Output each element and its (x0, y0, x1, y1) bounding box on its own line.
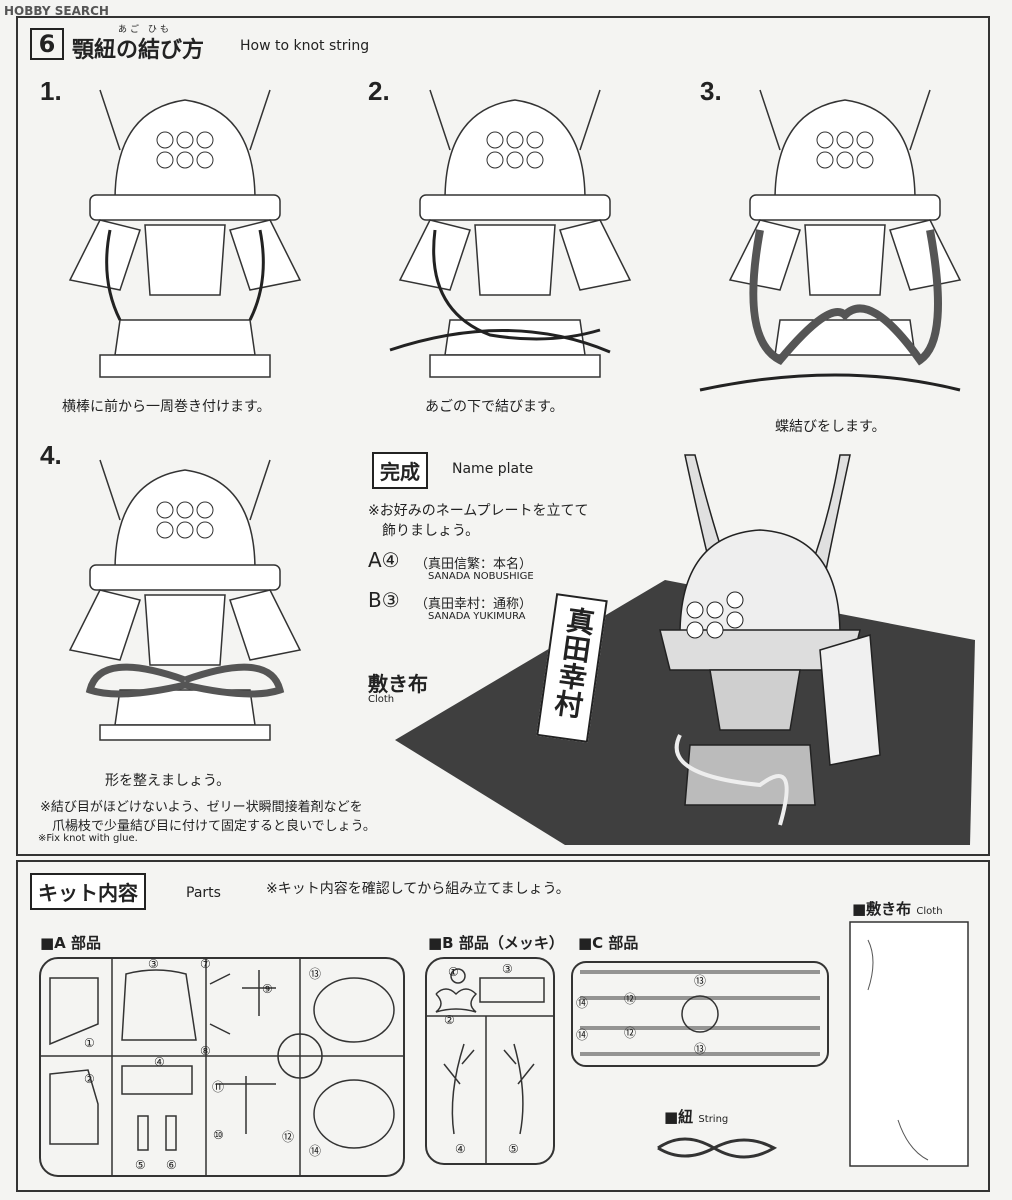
part-b1: ① (448, 965, 459, 979)
step-3-number: 3. (700, 76, 722, 106)
complete-title: 完成 (372, 452, 428, 489)
part-a3: ③ (148, 957, 159, 971)
part-c13-top: ⑬ (694, 974, 707, 988)
part-a1: ① (84, 1036, 95, 1050)
string-part-title: ■紐 String (664, 1106, 728, 1127)
part-b5: ⑤ (508, 1142, 519, 1156)
step-3-caption: 蝶結びをします。 (775, 419, 886, 435)
string-part-title-jp: ■紐 (664, 1108, 694, 1126)
cloth-label-en: Cloth (368, 694, 395, 705)
part-a5: ⑤ (135, 1158, 146, 1172)
part-c12-bottom: ⑫ (624, 1026, 637, 1040)
step-2-caption: あごの下で結びます。 (425, 399, 564, 415)
part-a9: ⑨ (262, 982, 273, 996)
glue-note-en: ※Fix knot with glue. (38, 833, 138, 844)
option-a-en: SANADA NOBUSHIGE (428, 571, 534, 582)
part-c14-top: ⑭ (576, 996, 589, 1010)
section-number: 6 (30, 28, 64, 60)
option-b-jp: （真田幸村：通称） (415, 597, 533, 612)
runner-b (425, 957, 555, 1165)
step-2-number: 2. (368, 76, 390, 106)
complete-text-2: 飾りましょう。 (382, 523, 480, 539)
part-a4: ④ (154, 1055, 165, 1069)
parts-c-title: ■C 部品 (578, 934, 639, 952)
part-a2: ② (84, 1072, 95, 1086)
kit-contents-frame (16, 860, 990, 1192)
kit-title: キット内容 (30, 873, 146, 910)
step-4-caption: 形を整えましょう。 (105, 773, 231, 789)
part-a12: ⑫ (282, 1130, 295, 1144)
assembly-section-frame (16, 16, 990, 856)
kit-header: キット内容 (30, 873, 146, 910)
cloth-part (849, 921, 969, 1167)
part-a13: ⑬ (309, 967, 322, 981)
cloth-part-title-jp: ■敷き布 (852, 900, 912, 918)
option-b-label: B③ (368, 588, 400, 612)
helmet-illustration-step3 (699, 89, 962, 392)
part-a11: ⑪ (212, 1080, 225, 1094)
string-part (657, 1137, 778, 1159)
part-b2: ② (444, 1013, 455, 1027)
cloth-part-title-en: Cloth (916, 906, 943, 917)
name-plate-text: 真田幸村 (549, 604, 598, 720)
part-b4: ④ (455, 1142, 466, 1156)
option-b-en: SANADA YUKIMURA (428, 611, 526, 622)
glue-note-jp-2: 爪楊枝で少量結び目に付けて固定すると良いでしょう。 (52, 819, 376, 834)
section-header: 6 (30, 28, 64, 60)
glue-note-jp-1: ※結び目がほどけないよう、ゼリー状瞬間接着剤などを (40, 800, 363, 815)
part-a14: ⑭ (309, 1144, 322, 1158)
cloth-label-jp: 敷き布 (368, 672, 428, 696)
string-part-title-en: String (698, 1114, 729, 1125)
title-ruby: あご ひも (118, 25, 172, 35)
parts-a-title: ■A 部品 (40, 934, 102, 952)
kit-subtitle: Parts (186, 885, 221, 901)
complete-header: 完成 (372, 452, 428, 489)
helmet-illustration-step4 (68, 459, 302, 741)
cloth-part-title: ■敷き布 Cloth (852, 898, 943, 919)
part-a10: ⑩ (213, 1128, 224, 1142)
part-c14-bottom: ⑭ (576, 1028, 589, 1042)
step-4-number: 4. (40, 440, 62, 470)
part-c12-top: ⑫ (624, 992, 637, 1006)
part-a6: ⑥ (166, 1158, 177, 1172)
kit-note: ※キット内容を確認してから組み立てましょう。 (266, 881, 570, 897)
runner-c (571, 961, 829, 1067)
part-c13-bottom: ⑬ (694, 1042, 707, 1056)
watermark: HOBBY SEARCH (4, 4, 109, 18)
part-a7: ⑦ (200, 957, 211, 971)
option-a-jp: （真田信繁：本名） (415, 557, 533, 572)
helmet-illustration-step2 (389, 89, 632, 378)
option-a-label: A④ (368, 548, 400, 572)
helmet-illustration-step1 (68, 89, 302, 378)
step-1-caption: 横棒に前から一周巻き付けます。 (62, 399, 271, 415)
part-a8: ⑧ (200, 1044, 211, 1058)
section-title: 顎紐の結び方 (72, 38, 205, 63)
complete-subtitle: Name plate (452, 461, 534, 477)
section-subtitle: How to knot string (240, 38, 370, 54)
runner-a (39, 957, 405, 1177)
step-1-number: 1. (40, 76, 62, 106)
finished-helmet (659, 454, 881, 826)
parts-b-title: ■B 部品（メッキ） (428, 934, 564, 952)
part-b3: ③ (502, 962, 513, 976)
complete-text-1: ※お好みのネームプレートを立てて (368, 503, 589, 519)
